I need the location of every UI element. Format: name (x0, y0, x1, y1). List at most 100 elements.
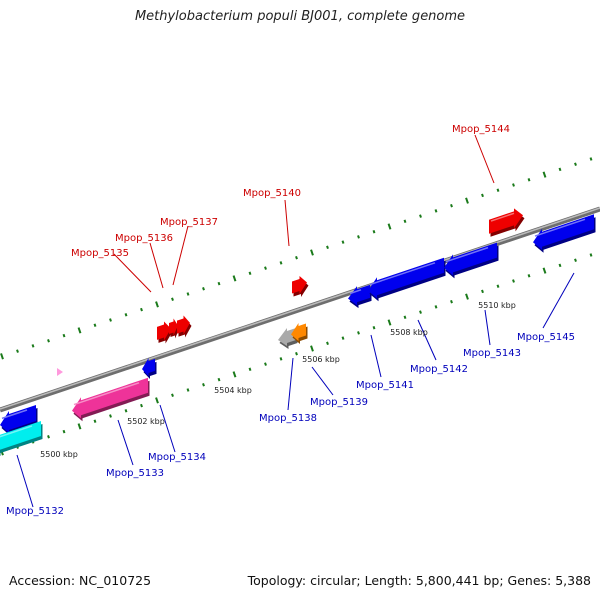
inner-tick-dot (357, 331, 360, 335)
gene-arrow-mpop-5134 (142, 358, 157, 379)
inner-tick-dot (202, 383, 205, 387)
outer-tick-dot (403, 219, 407, 224)
outer-tick-dot (357, 235, 360, 239)
outer-tick-dot (47, 339, 50, 343)
leader-line (159, 404, 176, 453)
inner-tick-dot (496, 284, 500, 288)
scale-label: 5504 kbp (214, 386, 252, 395)
outer-tick-dot (31, 344, 35, 348)
leader-line (542, 272, 575, 329)
map-title: Methylobacterium populi BJ001, complete … (134, 9, 466, 24)
leader-line (172, 225, 189, 286)
gene-arrow-mpop-5139 (291, 323, 308, 344)
gene-arrow-mpop-5145 (533, 214, 596, 253)
outer-tick-dot (186, 292, 190, 296)
outer-tick-dot (248, 271, 252, 276)
inner-tick-dot (264, 362, 267, 366)
outer-tick-dot (450, 203, 453, 208)
inner-tick-dot (109, 414, 112, 418)
outer-tick-dot (326, 245, 329, 250)
outer-tick-dot (574, 162, 577, 166)
inner-tick-dot (217, 377, 221, 382)
gene-label: Mpop_5137 (160, 217, 218, 228)
inner-tick-dot (341, 336, 345, 340)
outer-tick-dot (387, 223, 392, 230)
inner-tick-dot (403, 315, 407, 320)
outer-tick-dot (232, 275, 237, 282)
gene-labels: Mpop_5132Mpop_5133Mpop_5134Mpop_5135Mpop… (6, 124, 575, 517)
gene-arrow-mpop-5143 (444, 242, 499, 279)
inner-tick-dot (326, 341, 329, 346)
outer-tick-dot (202, 287, 205, 291)
gene-label: Mpop_5143 (463, 348, 521, 359)
inner-tick-dot (232, 371, 237, 378)
inner-tick-dot (279, 357, 283, 361)
outer-tick-dot (372, 229, 376, 234)
gene-label: Mpop_5139 (310, 397, 368, 408)
outer-tick-dot (77, 327, 82, 334)
outer-tick-dot (496, 188, 500, 192)
backbone (0, 206, 600, 413)
inner-tick-dot (124, 409, 128, 413)
outer-tick-dot (481, 193, 484, 198)
inner-tick-dot (589, 253, 593, 257)
outer-tick-dot (589, 157, 593, 161)
gene-arrow-mpop-5137 (177, 315, 192, 338)
inner-tick-dot (450, 299, 453, 304)
gene-label: Mpop_5134 (148, 452, 206, 463)
untitled-features (57, 368, 63, 376)
gene-label: Mpop_5144 (452, 124, 510, 135)
inner-tick-dot (527, 274, 531, 278)
gene-arrow-mpop-5141 (348, 284, 372, 309)
outer-tick-dots (0, 157, 593, 360)
leader-line (16, 454, 34, 508)
inner-tick-dot (155, 397, 159, 404)
topology-text: Topology: circular; Length: 5,800,441 bp… (247, 573, 591, 588)
inner-tick-dot (171, 393, 174, 397)
gene-arrow-mpop-5142 (368, 257, 446, 302)
inner-tick-dot (419, 310, 422, 314)
gene-label: Mpop_5133 (106, 468, 164, 479)
outer-tick-dot (527, 178, 531, 182)
leader-line (484, 309, 491, 346)
scale-label: 5502 kbp (127, 417, 165, 426)
gene-label: Mpop_5141 (356, 380, 414, 391)
gene-label: Mpop_5136 (115, 233, 173, 244)
outer-tick-dot (341, 240, 345, 244)
outer-tick-dot (558, 167, 562, 172)
scale-label: 5500 kbp (40, 450, 78, 459)
outer-tick-dot (542, 171, 547, 178)
inner-tick-dot (434, 305, 438, 309)
outer-tick-dot (16, 349, 19, 353)
gene-arrow-mpop-5140 (292, 276, 309, 297)
inner-tick-dot (512, 279, 515, 283)
inner-tick-dot (77, 423, 82, 430)
gene-label: Mpop_5145 (517, 332, 575, 343)
gene-label: Mpop_5138 (259, 413, 317, 424)
outer-tick-dot (109, 318, 112, 322)
scale-label: 5510 kbp (478, 301, 516, 310)
leader-line (117, 419, 134, 466)
gene-arrow-mpop-5144 (489, 208, 525, 237)
leader-line (474, 134, 495, 184)
inner-tick-dot (481, 289, 484, 294)
leader-line (311, 366, 334, 396)
outer-tick-dot (434, 209, 438, 213)
unlabeled-gene-arrow (0, 420, 43, 457)
outer-tick-dot (279, 261, 283, 265)
outer-tick-dot (124, 313, 128, 317)
inner-tick-dots (0, 253, 593, 456)
outer-tick-dot (171, 297, 174, 301)
outer-tick-dot (140, 307, 143, 312)
outer-tick-dot (0, 353, 4, 360)
inner-tick-dot (574, 258, 577, 262)
scale-label: 5508 kbp (390, 328, 428, 337)
gene-arrow-mpop-5133 (72, 377, 150, 422)
leader-line (284, 199, 290, 247)
gene-arrow-mpop-5132 (0, 404, 38, 437)
outer-tick-dot (217, 281, 221, 286)
outer-tick-dot (295, 255, 298, 260)
inner-tick-dot (387, 319, 392, 326)
leader-line (149, 242, 164, 289)
